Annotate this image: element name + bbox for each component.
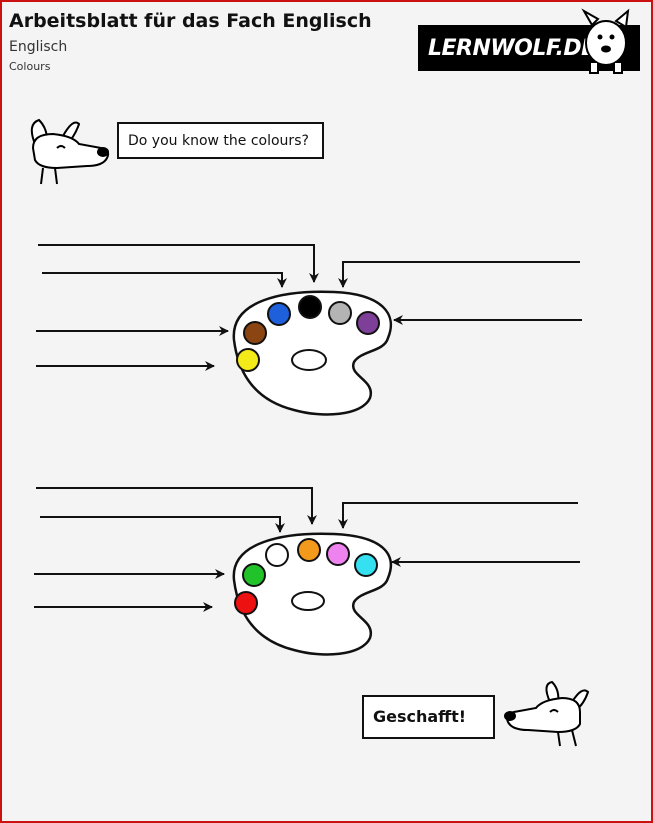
paint-dot — [242, 563, 266, 587]
paint-dot — [356, 311, 380, 335]
wolf-mascot-icon — [581, 8, 630, 74]
answer-arrow — [42, 272, 287, 288]
palette-thumb-hole — [291, 349, 327, 371]
topic-label: Colours — [9, 60, 51, 73]
palette-1 — [232, 290, 393, 416]
paint-dot — [326, 542, 350, 566]
palette-2 — [232, 532, 393, 656]
palette-thumb-hole — [291, 591, 325, 611]
paint-dot — [328, 301, 352, 325]
paint-dot — [298, 295, 322, 319]
paint-dot — [297, 538, 321, 562]
paint-dot — [236, 348, 260, 372]
answer-arrow — [338, 261, 580, 288]
paint-dot — [265, 543, 289, 567]
paint-dot — [243, 321, 267, 345]
dog-mascot-icon — [504, 680, 590, 747]
speech-bubble-done: Geschafft! — [362, 695, 495, 739]
logo-text: LERNWOLF.DE — [428, 36, 596, 61]
dog-mascot-icon — [30, 118, 110, 185]
answer-arrow — [338, 502, 578, 529]
subject-label: Englisch — [9, 39, 68, 55]
answer-arrow — [38, 244, 319, 283]
page-title: Arbeitsblatt für das Fach Englisch — [9, 10, 372, 32]
answer-arrow — [40, 516, 285, 533]
speech-bubble-question: Do you know the colours? — [117, 122, 324, 159]
paint-dot — [267, 302, 291, 326]
answer-arrows-2 — [34, 487, 580, 612]
paint-dot — [234, 591, 258, 615]
paint-dot — [354, 553, 378, 577]
answer-arrows-1 — [36, 244, 582, 371]
answer-arrow — [36, 487, 317, 525]
